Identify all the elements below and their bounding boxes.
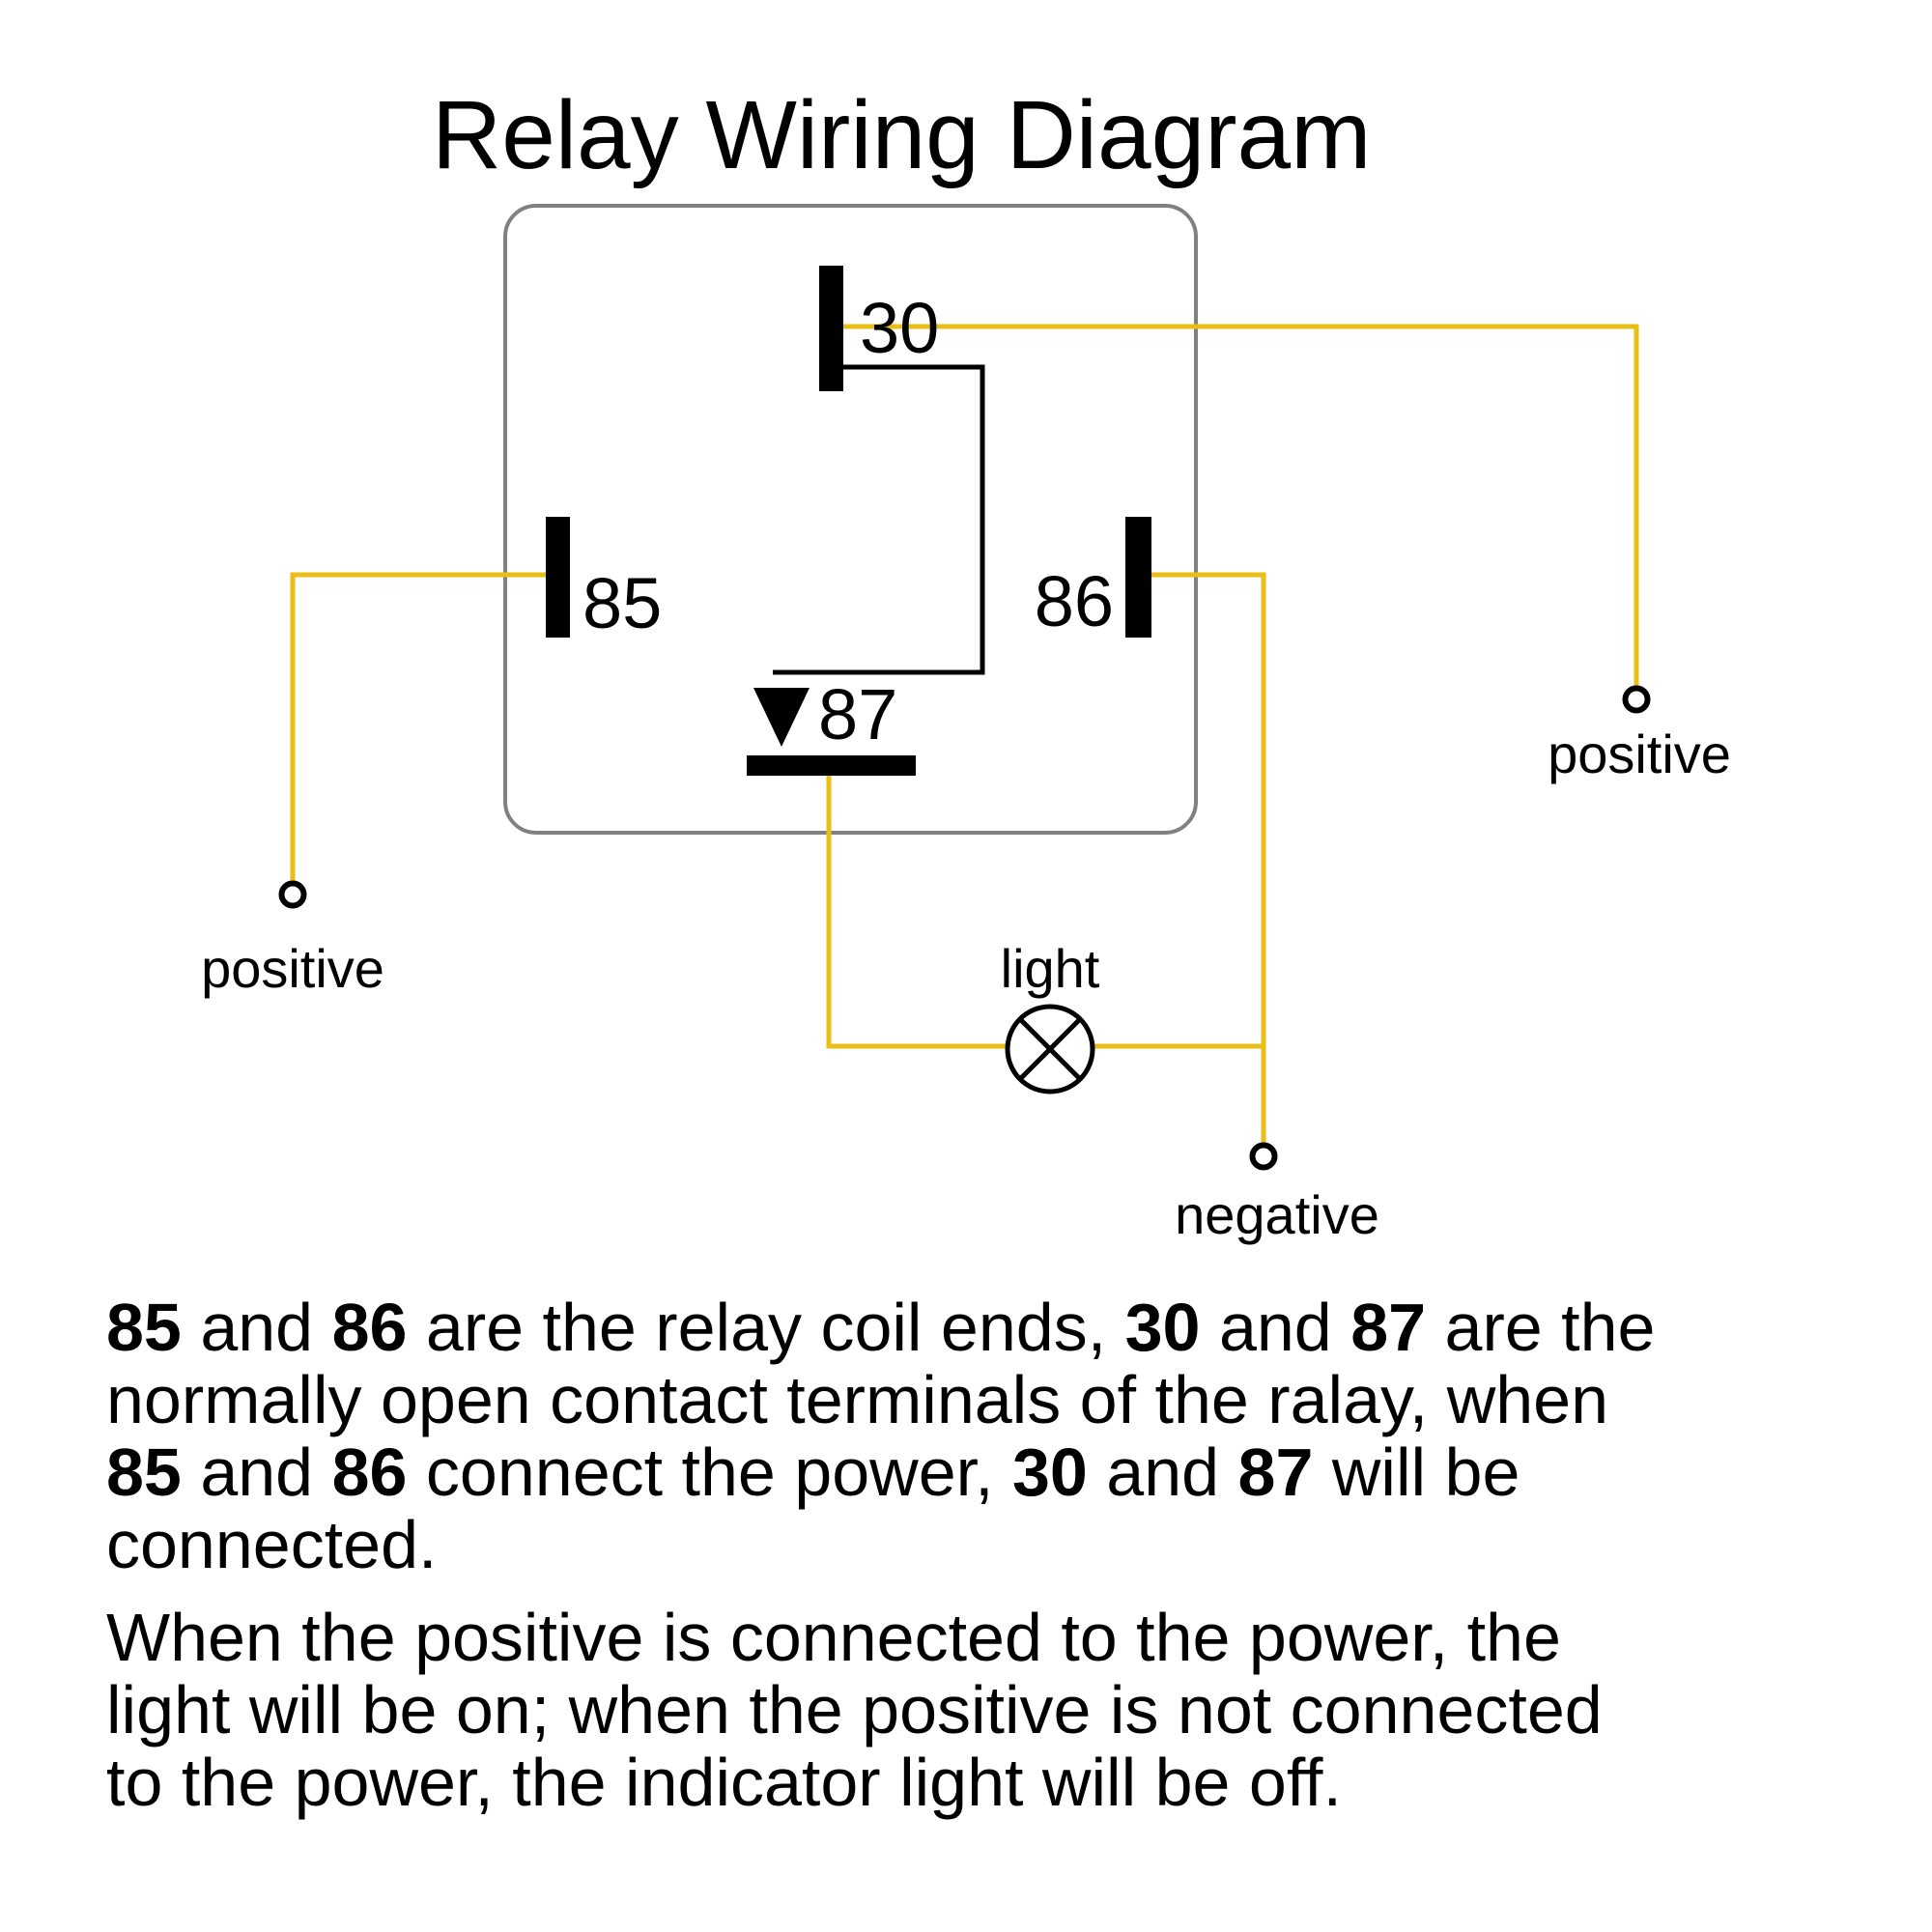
- wire-87-to-light: [826, 776, 1008, 1049]
- relay-box-outline: [503, 204, 1198, 835]
- paragraph-line: to the power, the indicator light will b…: [106, 1745, 1342, 1820]
- terminal-86-label: 86: [1035, 561, 1114, 641]
- negative-terminal-circle: [1249, 1142, 1278, 1171]
- paragraph-line: light will be on; when the positive is n…: [106, 1672, 1603, 1747]
- positive-right-terminal-circle: [1622, 685, 1651, 714]
- terminal-87-label: 87: [818, 674, 897, 754]
- terminal-30-bar: [819, 266, 843, 391]
- wire-30-to-positive: [842, 324, 1639, 688]
- positive-right-label: positive: [1548, 724, 1731, 784]
- light-label: light: [1001, 938, 1100, 999]
- paragraph-line: connected.: [106, 1507, 438, 1582]
- paragraph: When the positive is connected to the po…: [106, 1602, 1864, 1819]
- wire-86-to-negative: [1151, 572, 1266, 1146]
- paragraph-line: When the positive is connected to the po…: [106, 1600, 1561, 1675]
- terminal-30-label: 30: [860, 288, 939, 368]
- paragraph: 85 and 86 are the relay coil ends, 30 an…: [106, 1292, 1864, 1581]
- wire-85-to-positive: [290, 572, 546, 883]
- terminal-87-arrow-icon: [753, 688, 810, 747]
- positive-left-label: positive: [201, 938, 384, 999]
- paragraph-line: normally open contact terminals of the r…: [106, 1362, 1609, 1437]
- contact-arm-line: [773, 364, 985, 675]
- light-bulb-icon: [1005, 1004, 1095, 1094]
- description-paragraphs: 85 and 86 are the relay coil ends, 30 an…: [106, 1292, 1864, 1839]
- paragraph-line: 85 and 86 connect the power, 30 and 87 w…: [106, 1435, 1520, 1510]
- terminal-85-bar: [546, 517, 570, 638]
- terminal-85-label: 85: [582, 563, 662, 643]
- terminal-87-bar: [747, 755, 916, 776]
- positive-left-terminal-circle: [278, 880, 307, 909]
- paragraph-line: 85 and 86 are the relay coil ends, 30 an…: [106, 1290, 1656, 1365]
- terminal-86-bar: [1125, 517, 1151, 638]
- negative-label: negative: [1175, 1184, 1379, 1245]
- page-title: Relay Wiring Diagram: [432, 81, 1372, 189]
